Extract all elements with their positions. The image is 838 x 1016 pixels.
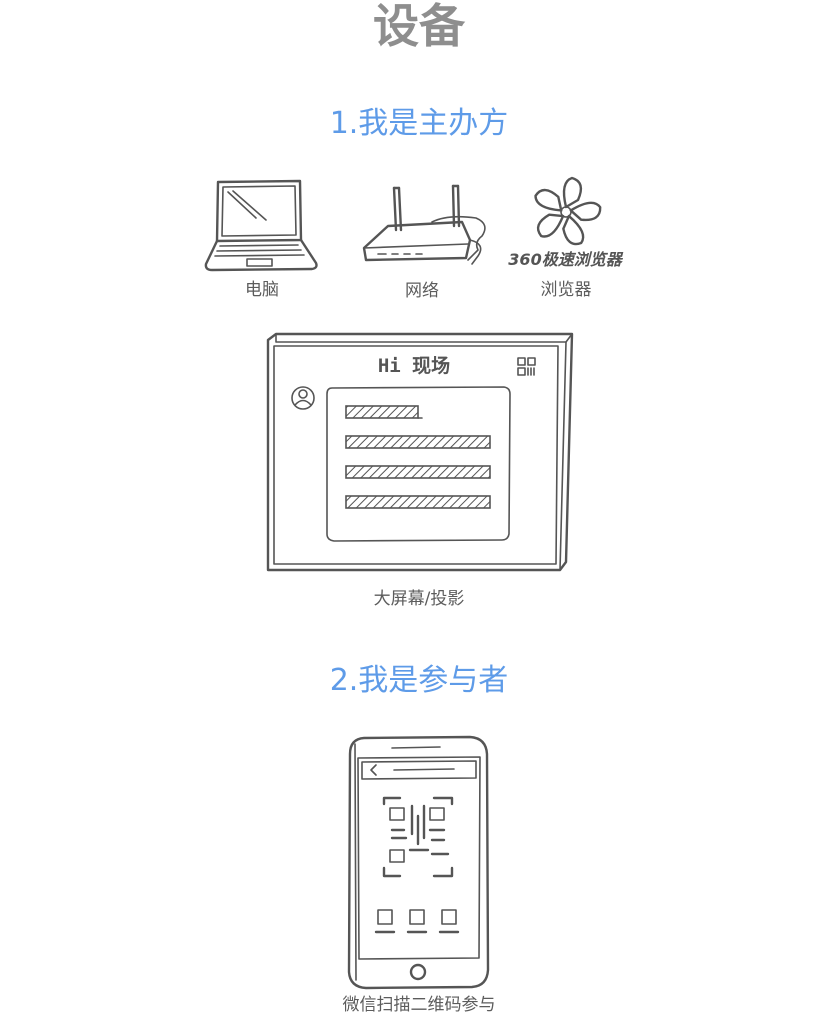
- phone-label: 微信扫描二维码参与: [342, 995, 496, 1015]
- phone-illustration: [344, 734, 492, 992]
- qr-code-icon: [382, 796, 454, 878]
- router-icon: [362, 184, 486, 265]
- screen-greeting: Hi 现场: [377, 355, 451, 377]
- router-illustration: [358, 184, 488, 270]
- browser-label: 浏览器: [540, 280, 592, 300]
- section-heading-participant: 2.我是参与者: [329, 663, 509, 698]
- laptop-icon: [204, 179, 318, 272]
- network-label: 网络: [405, 281, 439, 301]
- smartphone-icon: [347, 735, 490, 990]
- screen-illustration: [262, 330, 574, 574]
- page-title: 设备: [373, 0, 465, 53]
- qr-code-icon: [517, 357, 536, 376]
- avatar-icon: [291, 386, 315, 410]
- section-heading-organizer: 1.我是主办方: [329, 106, 509, 141]
- fan-icon: [534, 176, 602, 246]
- presentation-screen-icon: [266, 332, 574, 572]
- laptop-illustration: [200, 178, 322, 274]
- computer-label: 电脑: [245, 280, 279, 300]
- browser-illustration: [522, 176, 612, 248]
- screen-label: 大屏幕/投影: [373, 589, 465, 609]
- browser-logo-text: 360极速浏览器: [508, 250, 622, 269]
